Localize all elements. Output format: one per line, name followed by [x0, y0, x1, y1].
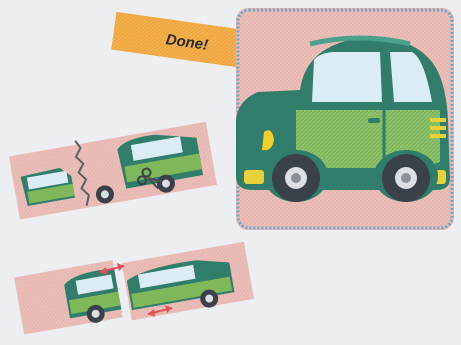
finished-car-frame [236, 8, 454, 230]
separating-step [14, 242, 254, 336]
cutting-step [8, 118, 217, 220]
